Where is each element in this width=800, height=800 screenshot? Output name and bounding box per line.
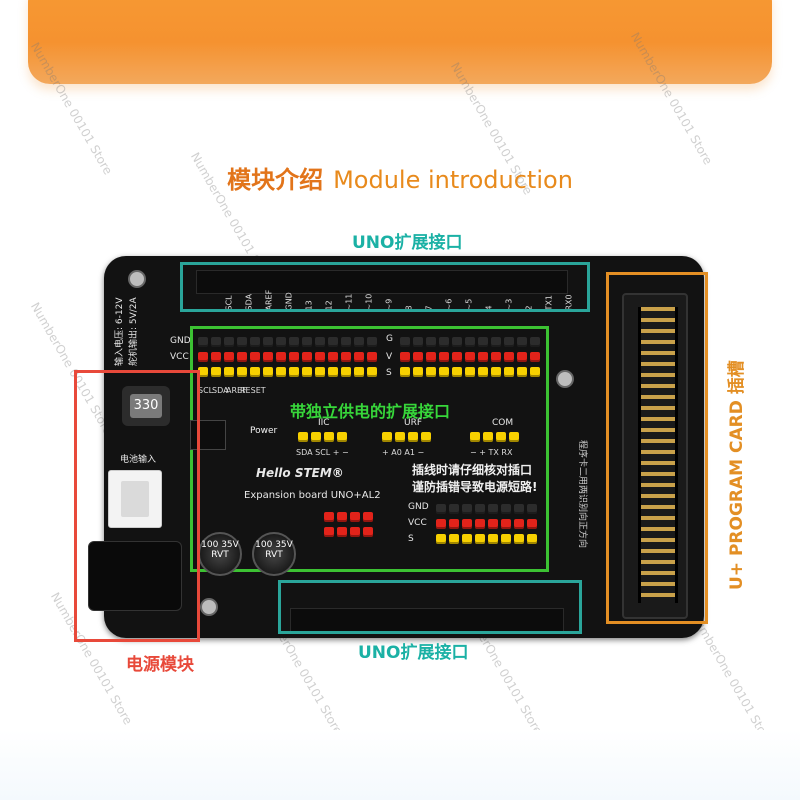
3v3-pins-red-2	[324, 527, 373, 537]
model: Expansion board UNO+AL2	[244, 490, 381, 501]
brand: Hello STEM®	[256, 466, 344, 480]
com-pin-labels: − + TX RX	[470, 448, 513, 457]
independent-power-label: 带独立供电的扩展接口	[290, 402, 451, 421]
power-module-highlight	[74, 370, 200, 642]
row-label-vcc: VCC	[170, 352, 189, 362]
input-note-2: 舵机输出: 5V/2A	[129, 297, 139, 366]
program-card-label: U+ PROGRAM CARD 插槽	[727, 360, 747, 590]
top-banner	[28, 0, 772, 84]
capacitor: 100 35V RVT	[252, 532, 296, 576]
row-label-gnd: GND	[170, 336, 191, 346]
battery-input-label: 电池输入	[120, 455, 157, 465]
program-card-slot	[622, 293, 688, 619]
watermark: NumberOne 00101 Store	[687, 610, 776, 748]
row-label-v: V	[386, 352, 393, 362]
program-card-highlight	[606, 272, 708, 624]
3v3-pins-red	[324, 512, 373, 522]
pin-row-yellow-right	[400, 367, 540, 377]
power-led-label: Power	[250, 426, 278, 436]
iic-pins	[298, 432, 347, 442]
analog-pins-yellow	[436, 534, 537, 544]
pin-row-black-right	[400, 337, 540, 347]
chip	[190, 420, 226, 450]
row-label-g: G	[386, 334, 393, 344]
heading-en: Module introduction	[333, 166, 573, 194]
heading-cn: 模块介绍	[227, 166, 324, 194]
pin-label: SCL	[198, 386, 214, 395]
pin-row-red	[198, 352, 377, 362]
analog-label-vcc: VCC	[408, 518, 427, 528]
bottom-fade	[0, 730, 800, 800]
inductor: 330	[122, 386, 170, 426]
top-header	[196, 270, 568, 294]
battery-connector	[108, 470, 162, 528]
urf-title: URF	[404, 418, 423, 428]
uno-top-label: UNO扩展接口	[352, 233, 463, 253]
urf-pins	[382, 432, 431, 442]
dc-power-jack	[88, 541, 182, 611]
capacitor: 100 35V RVT	[198, 532, 242, 576]
input-note-1: 输入电压: 6-12V	[115, 297, 125, 366]
uno-bottom-highlight	[278, 580, 582, 634]
urf-pin-labels: + A0 A1 −	[382, 448, 425, 457]
power-module-label: 电源模块	[126, 655, 194, 675]
mounting-hole	[556, 370, 574, 388]
warning-text: 插线时请仔细核对插口 谨防插错导致电源短路!	[412, 462, 537, 496]
uno-top-highlight	[180, 262, 590, 312]
slot-pins	[638, 307, 678, 603]
iic-pin-labels: SDA SCL + −	[296, 448, 349, 457]
mounting-hole	[128, 270, 146, 288]
pin-label: SDA	[212, 386, 229, 395]
pin-row-black	[198, 337, 377, 347]
com-title: COM	[492, 418, 514, 428]
warning-line-1: 插线时请仔细核对插口	[412, 463, 533, 477]
uno-bottom-label: UNO扩展接口	[358, 643, 469, 663]
analog-label-s: S	[408, 534, 414, 544]
row-label-s: S	[386, 368, 392, 378]
warning-line-2: 谨防插错导致电源短路!	[412, 480, 538, 494]
pin-row-yellow	[198, 367, 377, 377]
analog-label-gnd: GND	[408, 502, 429, 512]
iic-title: IIC	[318, 418, 330, 428]
com-pins	[470, 432, 519, 442]
pin-row-red-right	[400, 352, 540, 362]
mounting-hole	[200, 598, 218, 616]
analog-pins-black	[436, 504, 537, 514]
side-note: 程序卡二用两识别向正方向	[577, 440, 587, 549]
analog-pins-red	[436, 519, 537, 529]
inductor-value: 330	[130, 394, 162, 418]
page-heading: 模块介绍 Module introduction	[0, 160, 800, 195]
